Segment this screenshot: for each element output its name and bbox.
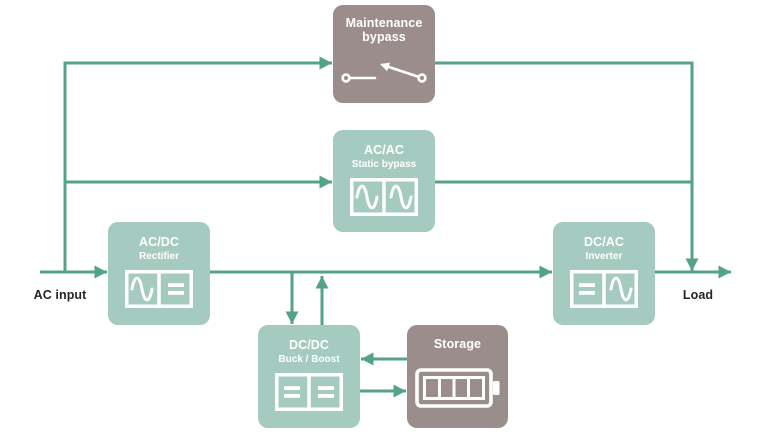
block-rectifier: AC/DC Rectifier [108,222,210,325]
battery-icon [414,367,499,408]
block-buck-boost: DC/DC Buck / Boost [258,325,360,428]
block-title: AC/AC [363,143,405,157]
block-title: Storage [433,337,482,351]
block-subtitle: Inverter [585,250,623,262]
block-subtitle: Rectifier [138,250,179,262]
block-inverter: DC/AC Inverter [553,222,655,325]
block-maintenance-bypass: Maintenance bypass [333,5,435,103]
ac-dc-converter-icon [125,269,193,308]
block-title: DC/AC [583,235,625,249]
dc-ac-converter-icon [570,269,638,308]
load-label: Load [682,288,714,302]
block-subtitle: Buck / Boost [278,353,340,365]
block-static-bypass: AC/AC Static bypass [333,130,435,232]
block-storage: Storage [407,325,508,428]
block-subtitle: Static bypass [351,158,417,170]
block-title: AC/DC [138,235,180,249]
dc-dc-converter-icon [275,372,343,411]
ac-input-label: AC input [33,288,87,302]
block-title: DC/DC [288,338,330,352]
block-title: Maintenance bypass [345,16,423,44]
switch-icon [341,62,427,83]
ac-ac-converter-icon [350,177,418,216]
